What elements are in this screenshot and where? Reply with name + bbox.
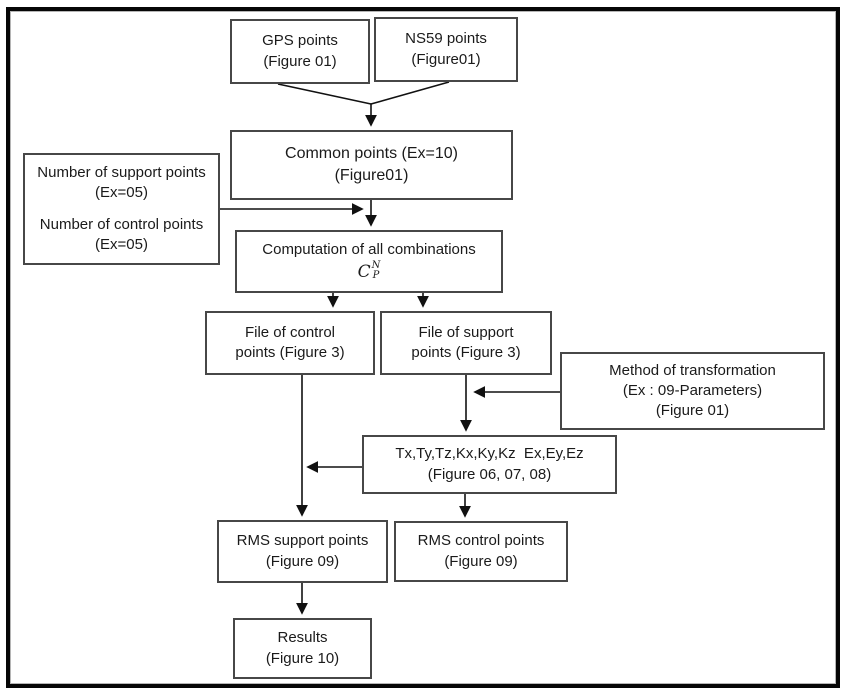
node-ns59-points: NS59 points (Figure01) — [374, 17, 518, 82]
node-label: RMS support points — [236, 532, 369, 550]
node-sublabel: points (Figure 3) — [411, 344, 521, 361]
node-sublabel: (Figure 06, 07, 08) — [427, 465, 552, 483]
node-figure-ref: (Figure 01) — [655, 402, 730, 420]
node-label: GPS points — [262, 32, 338, 50]
formula-subscript: P — [372, 270, 380, 281]
node-sublabel: points (Figure 3) — [235, 344, 345, 361]
node-label: File of support — [418, 323, 514, 341]
node-sublabel: (Figure01) — [411, 50, 481, 68]
node-method-of-transformation: Method of transformation (Ex : 09-Parame… — [560, 352, 825, 430]
node-number-of-points: Number of support points (Ex=05) Number … — [23, 153, 220, 265]
formula-base: C — [357, 261, 371, 282]
node-file-support-points: File of support points (Figure 3) — [380, 311, 552, 375]
node-label: NS59 points — [405, 30, 487, 48]
node-sublabel: (Figure 10) — [265, 649, 340, 667]
node-label: Results — [277, 629, 328, 647]
control-points-count: Number of control points (Ex=05) — [39, 215, 208, 253]
node-rms-control-points: RMS control points (Figure 09) — [394, 521, 568, 582]
node-sublabel: (Figure 09) — [265, 552, 340, 570]
node-sublabel: (Figure01) — [334, 167, 409, 184]
node-file-control-points: File of control points (Figure 3) — [205, 311, 375, 375]
node-label: File of control — [244, 323, 336, 341]
node-label: Common points (Ex=10) — [285, 145, 458, 163]
node-sublabel: (Ex : 09-Parameters) — [622, 381, 763, 399]
formula-superscript: N — [371, 259, 381, 271]
support-points-count: Number of support points (Ex=05) — [37, 164, 210, 202]
node-label: Tx,Ty,Tz,Kx,Ky,Kz Ex,Ey,Ez — [395, 445, 584, 463]
node-transformation-parameters: Tx,Ty,Tz,Kx,Ky,Kz Ex,Ey,Ez (Figure 06, 0… — [362, 435, 617, 494]
node-sublabel: (Figure 09) — [444, 552, 518, 570]
edge-gps-to-junction — [277, 83, 372, 105]
node-sublabel: (Figure 01) — [263, 52, 337, 70]
node-label: Method of transformation — [609, 361, 776, 379]
node-rms-support-points: RMS support points (Figure 09) — [217, 520, 388, 583]
node-label: Computation of all combinations — [262, 240, 476, 258]
node-common-points: Common points (Ex=10) (Figure01) — [230, 130, 513, 200]
node-gps-points: GPS points (Figure 01) — [230, 19, 370, 84]
node-results: Results (Figure 10) — [233, 618, 372, 679]
edge-ns59-to-junction — [370, 81, 450, 105]
node-label: RMS control points — [417, 532, 545, 550]
